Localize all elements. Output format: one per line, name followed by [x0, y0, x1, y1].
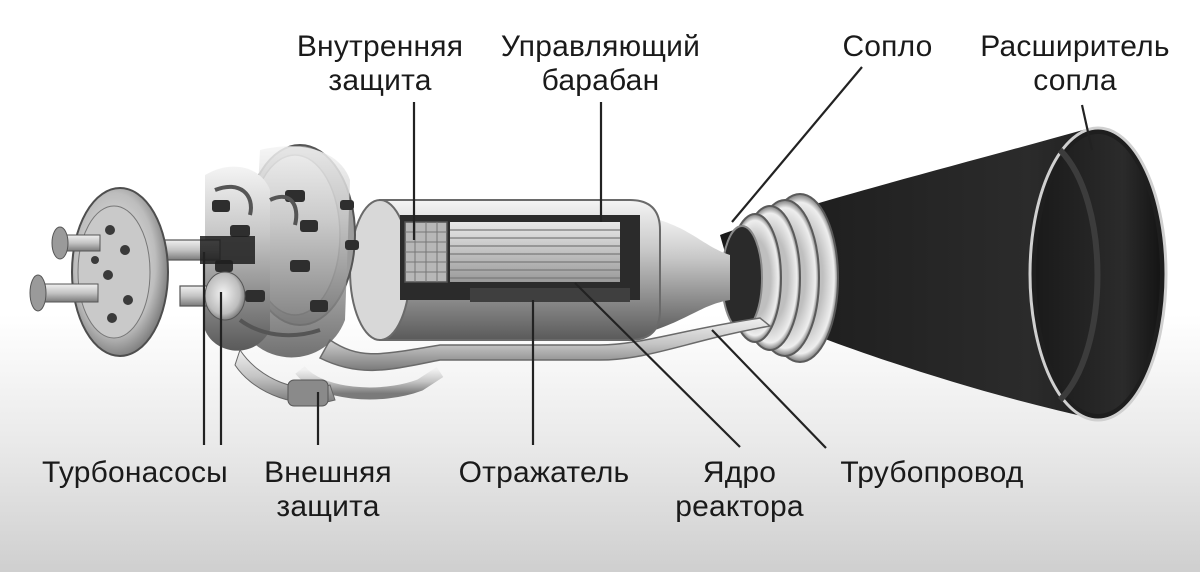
leader-lines — [202, 66, 1094, 449]
label-turbopumps: Турбонасосы — [42, 456, 228, 489]
label-nozzle: Сопло — [842, 30, 933, 63]
reactor-core-shape — [450, 222, 620, 282]
reactor-vessel — [349, 199, 661, 341]
nozzle-rings — [721, 193, 839, 363]
nozzle-extension-shape — [720, 126, 1168, 422]
pipeline-shape — [318, 317, 772, 372]
label-pipeline: Трубопровод — [840, 456, 1024, 489]
turbopump-disk — [29, 187, 255, 357]
label-reflector: Отражатель — [458, 456, 630, 489]
turbopump-assembly — [205, 144, 359, 407]
nozzle-throat — [640, 215, 730, 335]
